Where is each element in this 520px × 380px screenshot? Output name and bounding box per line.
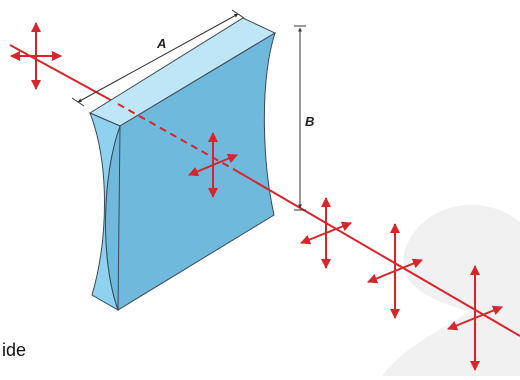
four-way-arrow-icon (10, 22, 62, 90)
lens-block (88, 17, 277, 312)
dimension-a: A (71, 9, 245, 107)
four-way-arrow-icon (447, 265, 503, 371)
lens-front-edge (117, 125, 121, 311)
dimension-a-tick-left (71, 97, 85, 107)
dimension-a-arrow (77, 13, 239, 103)
caption-fragment: ide (2, 340, 27, 360)
four-way-arrow-icon (300, 197, 352, 269)
dimension-a-label: A (156, 36, 166, 51)
corner-watermark-shape (382, 204, 520, 376)
four-way-arrow-icon (188, 132, 238, 198)
dimension-b-label: B (305, 114, 314, 129)
four-way-arrow-icon (367, 223, 423, 319)
beam-incoming (9, 44, 119, 105)
dimension-a-tick-right (231, 9, 245, 19)
dimension-b: B (294, 25, 314, 211)
